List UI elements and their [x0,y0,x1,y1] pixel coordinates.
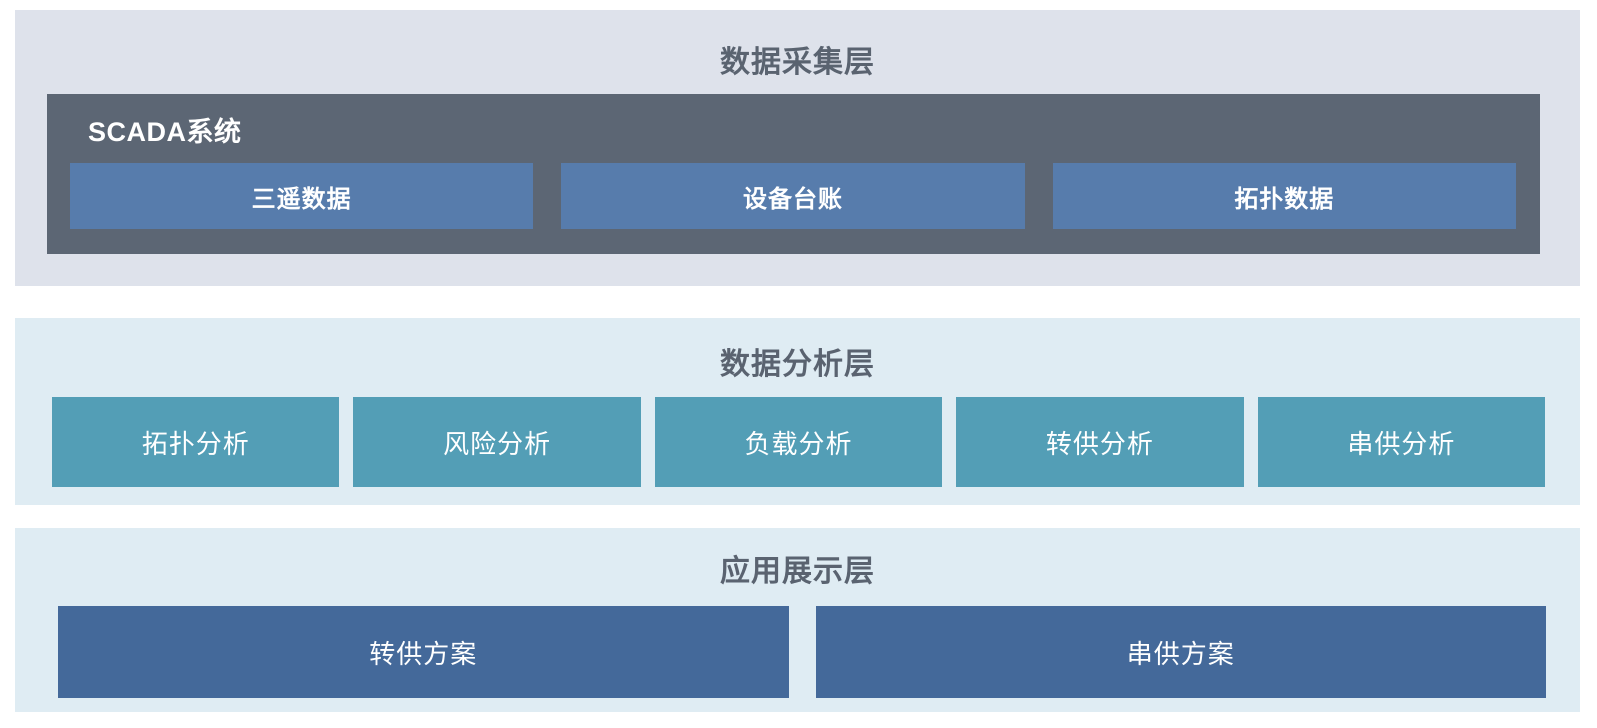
block-load-analysis: 负载分析 [654,397,943,487]
block-equipment-ledger: 设备台账 [561,163,1025,229]
block-topology-data: 拓扑数据 [1052,163,1516,229]
block-topology-analysis: 拓扑分析 [52,397,340,487]
block-transfer-supply-scheme: 转供方案 [58,606,789,698]
layer-data-collection: 数据采集层 SCADA系统 三遥数据 设备台账 拓扑数据 [15,10,1580,286]
block-serial-supply-analysis: 串供分析 [1257,397,1546,487]
scada-items-row: 三遥数据 设备台账 拓扑数据 [70,163,1516,229]
block-telemetry-data: 三遥数据 [70,163,534,229]
block-serial-supply-scheme: 串供方案 [815,606,1546,698]
layer-title-data-collection: 数据采集层 [720,46,875,79]
analysis-items-row: 拓扑分析 风险分析 负载分析 转供分析 串供分析 [52,397,1546,487]
layer-application-display: 应用展示层 转供方案 串供方案 [15,528,1580,712]
block-transfer-supply-analysis: 转供分析 [956,397,1244,487]
scada-system-group: SCADA系统 三遥数据 设备台账 拓扑数据 [47,94,1540,254]
layer-data-analysis: 数据分析层 拓扑分析 风险分析 负载分析 转供分析 串供分析 [15,318,1580,505]
layer-title-data-analysis: 数据分析层 [720,348,875,381]
scada-system-label: SCADA系统 [88,117,242,147]
layer-title-application-display: 应用展示层 [720,555,875,588]
block-risk-analysis: 风险分析 [353,397,641,487]
application-items-row: 转供方案 串供方案 [58,606,1546,698]
